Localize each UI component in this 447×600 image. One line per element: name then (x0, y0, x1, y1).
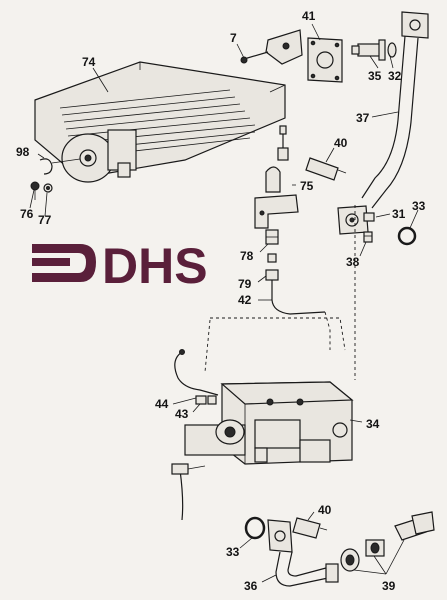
o-ring-33-top (397, 226, 417, 246)
pilot-nut-78 (265, 229, 279, 245)
burner-assembly (34, 61, 286, 183)
callout-40-top: 40 (334, 136, 348, 150)
callout-32: 32 (388, 69, 402, 83)
callout-33-top: 33 (412, 199, 426, 213)
dhs-logo: DHS (32, 238, 208, 294)
callout-40-bottom: 40 (318, 503, 332, 517)
leader-lines (29, 23, 419, 583)
callout-74: 74 (82, 55, 96, 69)
callout-37: 37 (356, 111, 370, 125)
callout-78: 78 (240, 249, 254, 263)
callout-38: 38 (346, 255, 360, 269)
pilot-injector-40 (305, 157, 347, 181)
logo-wordmark: DHS (102, 238, 208, 294)
plug-38 (363, 231, 373, 243)
callout-44: 44 (155, 397, 169, 411)
olive-79 (265, 253, 279, 281)
dashed-guides (204, 205, 356, 380)
thermocouple-lead-44 (174, 349, 219, 396)
pilot-bracket-98 (39, 158, 81, 175)
callout-35: 35 (368, 69, 382, 83)
compression-fittings-39 (340, 511, 435, 572)
callout-75: 75 (300, 179, 314, 193)
callout-labels: 7 41 35 32 74 37 40 98 75 76 77 31 33 38… (16, 9, 426, 593)
cover-plate-7 (240, 29, 303, 65)
washer-77 (43, 183, 53, 193)
callout-41: 41 (302, 9, 316, 23)
callout-36: 36 (244, 579, 258, 593)
union-nut-43 (195, 395, 217, 405)
callout-76: 76 (20, 207, 34, 221)
outlet-pipe-36 (267, 519, 339, 587)
logo-arrow-mark (32, 244, 96, 282)
callout-79: 79 (238, 277, 252, 291)
ignition-lead (171, 463, 206, 521)
gas-control-valve-34 (184, 381, 354, 465)
pilot-assembly-75 (254, 125, 299, 229)
gas-pipe-37 (361, 11, 429, 209)
o-ring-33-bottom (244, 516, 266, 540)
connection-block-31 (337, 205, 375, 235)
screw-76 (30, 181, 40, 200)
pilot-tube-42 (271, 280, 331, 350)
callout-33-bottom: 33 (226, 545, 240, 559)
logo-arrow-bar (32, 258, 70, 266)
fitting-35 (351, 39, 386, 61)
pilot-injector-40-lower (292, 517, 328, 539)
callout-39: 39 (382, 579, 396, 593)
flange-41 (307, 37, 343, 83)
callout-7: 7 (230, 31, 237, 45)
sealing-washer-32 (387, 42, 397, 58)
callout-42: 42 (238, 293, 252, 307)
callout-34: 34 (366, 417, 380, 431)
callout-77: 77 (38, 213, 52, 227)
callout-43: 43 (175, 407, 189, 421)
callout-31: 31 (392, 207, 406, 221)
callout-98: 98 (16, 145, 30, 159)
